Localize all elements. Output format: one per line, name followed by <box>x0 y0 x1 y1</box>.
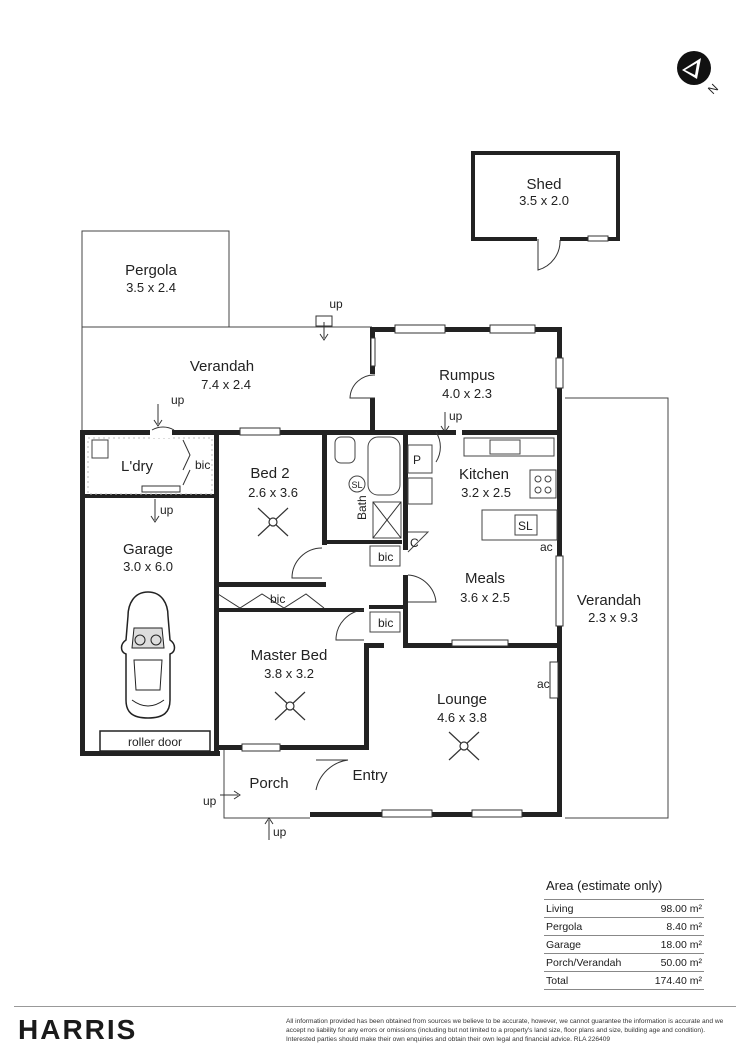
car-icon <box>120 591 176 719</box>
verandah-side-name: Verandah <box>577 592 641 609</box>
shed <box>471 151 620 271</box>
meals-name: Meals <box>465 570 505 587</box>
up-label-rumpus: up <box>449 409 463 423</box>
disclaimer-text: All information provided has been obtain… <box>286 1018 724 1043</box>
area-row-value: 18.00 m² <box>660 939 702 951</box>
area-row-value: 50.00 m² <box>660 957 702 969</box>
compass-north-label: N <box>705 81 721 97</box>
area-row-label: Pergola <box>546 921 583 933</box>
bed2-name: Bed 2 <box>250 465 289 482</box>
footer-divider <box>14 1006 736 1007</box>
up-label-porch-front: up <box>273 825 287 839</box>
bath-name: Bath <box>355 495 369 520</box>
kitchen-name: Kitchen <box>459 466 509 483</box>
pantry-label: P <box>413 453 421 467</box>
kitchen-bench-top <box>463 437 555 457</box>
bic-label-hall: bic <box>378 550 393 564</box>
kitchen-dims: 3.2 x 2.5 <box>461 485 511 500</box>
area-row: Living 98.00 m² <box>544 899 704 917</box>
bed2-dims: 2.6 x 3.6 <box>248 485 298 500</box>
up-label-verandah: up <box>329 297 343 311</box>
laundry-sink-icon <box>91 439 109 459</box>
ceiling-fan-icon <box>274 691 306 721</box>
smoke-alarm-label-kitchen: SL <box>518 519 533 533</box>
sink-icon <box>489 439 521 455</box>
verandah-side-outline <box>565 397 669 819</box>
area-row-label: Living <box>546 903 574 915</box>
compass-icon: N <box>677 51 721 97</box>
ceiling-fan-icon <box>257 507 289 537</box>
lounge-name: Lounge <box>437 691 487 708</box>
area-title: Area (estimate only) <box>546 878 663 893</box>
pergola-name: Pergola <box>125 262 177 279</box>
area-row: Garage 18.00 m² <box>544 935 704 953</box>
lounge-ac-unit <box>549 661 559 699</box>
area-row: Pergola 8.40 m² <box>544 917 704 935</box>
shed-dims: 3.5 x 2.0 <box>519 193 569 208</box>
up-label-garage: up <box>160 503 174 517</box>
ac-label-kitchen: ac <box>540 540 553 554</box>
area-row-value: 8.40 m² <box>666 921 702 933</box>
area-row-value: 98.00 m² <box>660 903 702 915</box>
porch-outline <box>223 750 310 819</box>
ceiling-fan-icon <box>448 731 480 761</box>
meals-sliding-door <box>451 639 509 647</box>
laundry-name: L'dry <box>121 458 154 475</box>
meals-window <box>555 555 564 627</box>
bic-label-laundry: bic <box>195 458 210 472</box>
rumpus-name: Rumpus <box>439 367 495 384</box>
toilet-icon <box>334 436 356 464</box>
garage-dims: 3.0 x 6.0 <box>123 559 173 574</box>
area-row-label: Garage <box>546 939 582 951</box>
area-row-label: Porch/Verandah <box>546 957 622 969</box>
entry-door <box>315 759 349 791</box>
bed2-door <box>291 547 323 579</box>
smoke-alarm-label-bath: SL <box>351 480 362 490</box>
lounge-window-2 <box>471 809 523 818</box>
up-label-porch-side: up <box>203 794 217 808</box>
master-bed-dims: 3.8 x 3.2 <box>264 666 314 681</box>
porch-name: Porch <box>249 775 288 792</box>
area-row-value: 174.40 m² <box>654 975 702 987</box>
up-label-laundry: up <box>171 393 185 407</box>
shed-name: Shed <box>526 176 561 193</box>
meals-dims: 3.6 x 2.5 <box>460 590 510 605</box>
master-bed-name: Master Bed <box>251 647 328 664</box>
verandah-side-dims: 2.3 x 9.3 <box>588 610 638 625</box>
area-row: Porch/Verandah 50.00 m² <box>544 953 704 971</box>
entry-name: Entry <box>352 767 388 784</box>
bathtub-icon <box>367 436 401 496</box>
cooktop-icon <box>529 469 557 499</box>
lounge-dims: 4.6 x 3.8 <box>437 710 487 725</box>
roller-door <box>99 730 211 752</box>
brand-logo: HARRIS <box>18 1014 138 1045</box>
garage-name: Garage <box>123 541 173 558</box>
bic-label-hall2: bic <box>378 616 393 630</box>
kitchen-island <box>481 509 558 541</box>
verandah-top-dims: 7.4 x 2.4 <box>201 377 251 392</box>
bic-label-master: bic <box>270 592 285 606</box>
verandah-top-name: Verandah <box>190 358 254 375</box>
bed2-window <box>239 427 281 436</box>
shower-icon <box>372 501 402 539</box>
rumpus-dims: 4.0 x 2.3 <box>442 386 492 401</box>
area-row-label: Total <box>546 975 569 987</box>
area-row: Total 174.40 m² <box>544 971 704 990</box>
roller-door-label: roller door <box>128 735 182 749</box>
master-bed-window <box>241 743 281 752</box>
cupboard-label: C <box>410 536 419 550</box>
ac-label-lounge: ac <box>537 677 550 691</box>
pergola <box>81 230 230 328</box>
lounge-window <box>381 809 433 818</box>
area-table: Area (estimate only) Living 98.00 m² Per… <box>544 878 704 990</box>
pergola-dims: 3.5 x 2.4 <box>126 280 176 295</box>
